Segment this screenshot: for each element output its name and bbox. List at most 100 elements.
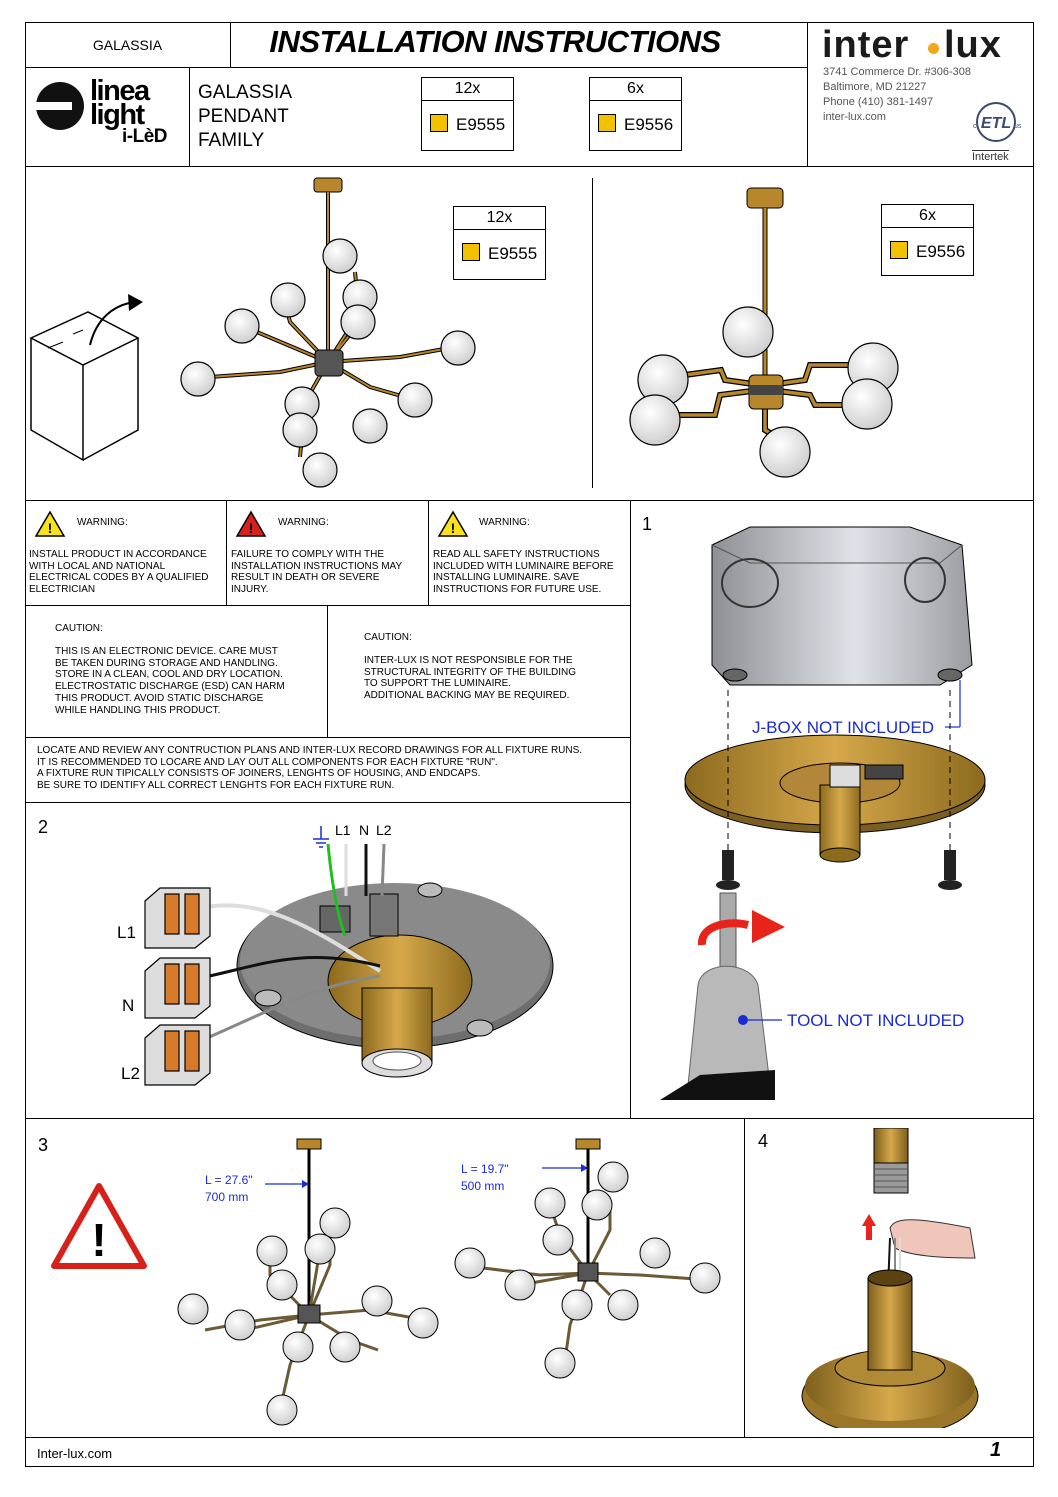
warning-yellow-icon: !: [34, 510, 66, 537]
color-swatch-icon: [890, 241, 908, 259]
logo-word-1: linea: [90, 75, 150, 107]
footer-website: Inter-lux.com: [37, 1446, 113, 1461]
connector-label-l1: L1: [117, 923, 136, 942]
unbox-icon: [29, 294, 143, 462]
logo-word-2: light: [90, 99, 145, 131]
part-code: E9556: [916, 242, 966, 261]
svg-text:!: !: [48, 520, 53, 536]
dimension-long-inches: L = 27.6": [205, 1173, 253, 1187]
wire-label-l1: L1: [335, 822, 351, 838]
linea-light-logo: linea light i-LèD: [32, 76, 187, 158]
warning-title: WARNING:: [77, 517, 128, 528]
divider: [226, 500, 227, 605]
color-swatch-icon: [598, 114, 616, 132]
divider: [592, 178, 593, 488]
part-code: E9556: [624, 115, 674, 134]
divider: [25, 1437, 1034, 1438]
step3-adjust-length-illustration: [177, 1138, 721, 1426]
svg-text:!: !: [249, 520, 254, 536]
divider: [25, 737, 630, 738]
page-number: 1: [990, 1439, 1002, 1461]
product-name: GALASSIA PENDANT FAMILY: [198, 81, 292, 153]
product-name-line: PENDANT: [198, 106, 289, 127]
divider: [744, 1118, 745, 1437]
divider: [25, 67, 807, 68]
connector-label-n: N: [122, 996, 135, 1015]
product-name-line: FAMILY: [198, 130, 265, 151]
step-number: 1: [642, 514, 653, 534]
step-number: 4: [758, 1131, 769, 1151]
installation-notes: LOCATE AND REVIEW ANY CONTRUCTION PLANS …: [37, 745, 583, 792]
part-code: E9555: [488, 244, 538, 263]
caution-text: THIS IS AN ELECTRONIC DEVICE. CARE MUST …: [55, 646, 285, 716]
address-line: Phone (410) 381-1497: [823, 96, 934, 108]
wire-label-l2: L2: [376, 822, 392, 838]
part-qty: 6x: [590, 78, 681, 101]
part-box-e9556: 6x E9556: [589, 77, 682, 151]
etl-c: c: [973, 123, 977, 130]
hazard-warning-icon: !: [51, 1183, 147, 1269]
logo-dot-icon: [928, 43, 939, 54]
divider: [189, 67, 190, 166]
part-code: E9555: [456, 115, 506, 134]
warning-yellow-icon: !: [437, 510, 469, 537]
divider: [327, 605, 328, 737]
step-number: 2: [38, 817, 49, 837]
caution-title: CAUTION:: [364, 632, 412, 643]
part-code-row: E9556: [590, 101, 681, 140]
divider: [25, 1118, 1034, 1119]
warning-red-icon: !: [235, 510, 267, 537]
warning-text: INSTALL PRODUCT IN ACCORDANCE WITH LOCAL…: [29, 549, 209, 596]
step4-thread-stem-illustration: [801, 1128, 979, 1428]
divider: [25, 500, 1034, 501]
jbox-not-included-label: J-BOX NOT INCLUDED: [752, 718, 934, 737]
color-swatch-icon: [462, 243, 480, 261]
chandelier-e9556-illustration: [629, 187, 899, 478]
svg-text:!: !: [91, 1214, 106, 1266]
divider: [807, 22, 808, 166]
caution-text: INTER-LUX IS NOT RESPONSIBLE FOR THE STR…: [364, 655, 577, 702]
ground-icon: [313, 826, 329, 848]
wire-label-n: N: [359, 822, 370, 838]
part-qty: 6x: [882, 205, 973, 228]
warning-text: FAILURE TO COMPLY WITH THE INSTALLATION …: [231, 549, 403, 596]
part-code-row: E9555: [454, 230, 545, 269]
address-line: Baltimore, MD 21227: [823, 81, 927, 93]
divider: [25, 166, 1034, 167]
caution-title: CAUTION:: [55, 623, 103, 634]
part-box-overview-e9555: 12x E9555: [453, 206, 546, 280]
svg-text:!: !: [451, 520, 456, 536]
chandelier-e9555-illustration: [180, 177, 476, 488]
step1-illustration: [660, 526, 986, 1100]
divider: [25, 802, 630, 803]
warning-text: READ ALL SAFETY INSTRUCTIONS INCLUDED WI…: [433, 549, 614, 596]
logo-word: lux: [944, 24, 1002, 66]
divider: [630, 500, 631, 1118]
page-title: INSTALLATION INSTRUCTIONS: [269, 24, 721, 59]
etl-text: ETL: [981, 115, 1011, 132]
part-box-e9555: 12x E9555: [421, 77, 514, 151]
part-code-row: E9555: [422, 101, 513, 140]
etl-us: us: [1014, 123, 1022, 130]
dimension-long-mm: 700 mm: [205, 1190, 249, 1204]
etl-certification: ETL c us Intertek: [968, 98, 1024, 166]
connector-label-l2: L2: [121, 1064, 140, 1083]
step2-wiring-illustration: [144, 826, 554, 1086]
interlux-logo: inter lux: [820, 24, 1030, 68]
dimension-short-mm: 500 mm: [461, 1179, 505, 1193]
page-frame: [25, 22, 1034, 1467]
warning-title: WARNING:: [278, 517, 329, 528]
part-code-row: E9556: [882, 228, 973, 267]
address-line: inter-lux.com: [823, 111, 886, 123]
logo-word-3: i-LèD: [122, 126, 168, 147]
part-box-overview-e9556: 6x E9556: [881, 204, 974, 276]
linea-light-mark-icon: [36, 82, 84, 130]
dimension-short-inches: L = 19.7": [461, 1162, 509, 1176]
warning-title: WARNING:: [479, 517, 530, 528]
part-qty: 12x: [454, 207, 545, 230]
model-name: GALASSIA: [92, 37, 163, 53]
part-qty: 12x: [422, 78, 513, 101]
step-number: 3: [38, 1135, 49, 1155]
address-line: 3741 Commerce Dr. #306-308: [823, 66, 971, 78]
divider: [230, 22, 231, 67]
